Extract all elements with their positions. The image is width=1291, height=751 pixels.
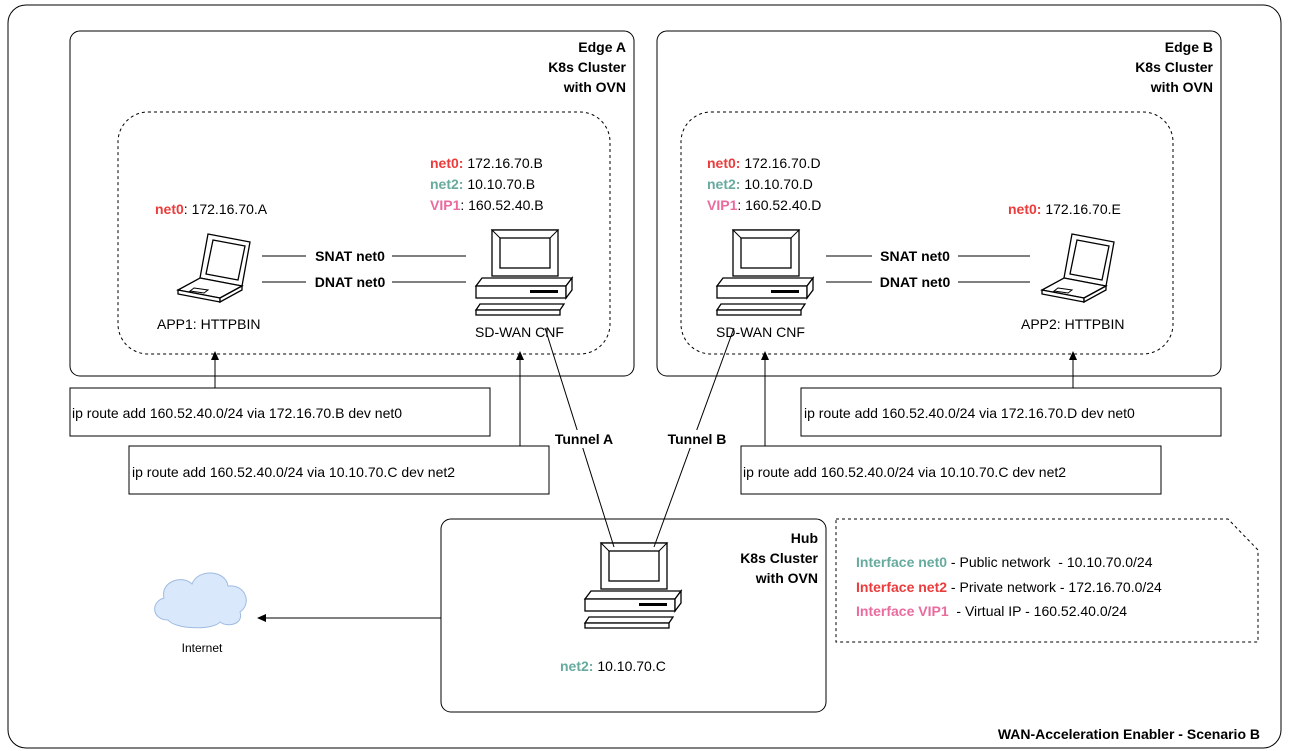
edge-a-snat-label: SNAT net0	[315, 248, 385, 264]
edge-a-cnf-net0-value: 172.16.70.B	[463, 155, 542, 171]
hub-net2-label: net2:	[560, 658, 593, 674]
edge-b-cnf-route-text: ip route add 160.52.40.0/24 via 10.10.70…	[743, 464, 1066, 480]
edge-b-cnf-net0-label: net0:	[707, 155, 740, 171]
hub-box	[440, 518, 827, 713]
edge-a-cluster: Edge A K8s Cluster with OVN net0: 172.16…	[69, 30, 635, 377]
legend-row-vip1: Interface VIP1 - Virtual IP - 160.52.40.…	[856, 603, 1127, 619]
edge-a-title-1: Edge A	[578, 39, 626, 55]
edge-a-cnf-route-text: ip route add 160.52.40.0/24 via 10.10.70…	[132, 464, 455, 480]
edge-a-cnf-vip1-value: : 160.52.40.B	[460, 197, 543, 213]
hub-title-3: with OVN	[755, 570, 818, 586]
legend-net2-name: Interface net2	[856, 579, 947, 595]
edge-a-app-net0-label: net0	[155, 201, 184, 217]
edge-a-app-name: APP1: HTTPBIN	[157, 316, 260, 332]
edge-b-cnf-route-box	[740, 445, 1162, 495]
edge-b-cnf-name: SD-WAN CNF	[716, 324, 805, 340]
edge-a-cnf-net0-label: net0:	[430, 155, 463, 171]
edge-b-app-ip: net0: 172.16.70.E	[1008, 201, 1121, 217]
edge-b-app-net0-label: net0:	[1008, 201, 1041, 217]
edge-b-dnat-label: DNAT net0	[880, 274, 951, 290]
edge-b-app-name: APP2: HTTPBIN	[1021, 316, 1124, 332]
hub-title-2: K8s Cluster	[740, 550, 818, 566]
hub-net2-value: 10.10.70.C	[593, 658, 665, 674]
legend-vip1-desc: - Virtual IP - 160.52.40.0/24	[949, 603, 1128, 619]
edge-a-dnat-label: DNAT net0	[315, 274, 386, 290]
edge-a-pod-area	[117, 111, 611, 355]
edge-a-cnf-net2-value: 10.10.70.B	[463, 176, 535, 192]
hub-title-1: Hub	[791, 530, 818, 546]
edge-b-app-net0-value: 172.16.70.E	[1041, 201, 1120, 217]
legend-net0-name: Interface net0	[856, 554, 947, 570]
diagram-title: WAN-Acceleration Enabler - Scenario B	[998, 726, 1260, 742]
edge-b-cnf-net2: net2: 10.10.70.D	[707, 176, 813, 192]
edge-b-app-route-text: ip route add 160.52.40.0/24 via 172.16.7…	[804, 405, 1135, 421]
tunnel-a-label: Tunnel A	[555, 431, 613, 447]
edge-b-cnf-vip1-value: : 160.52.40.D	[737, 197, 821, 213]
internet-label: Internet	[182, 641, 223, 655]
tunnel-b-label: Tunnel B	[668, 431, 727, 447]
hub-cluster: Hub K8s Cluster with OVN net2: 10.10.70.…	[440, 518, 827, 713]
edge-b-cnf-net0: net0: 172.16.70.D	[707, 155, 821, 171]
edge-b-title-1: Edge B	[1165, 39, 1213, 55]
edge-b-app-route-box	[800, 387, 1222, 437]
edge-a-title-2: K8s Cluster	[548, 59, 626, 75]
edge-a-cnf-net2-label: net2:	[430, 176, 463, 192]
legend-net2-desc: - Private network - 172.16.70.0/24	[947, 579, 1162, 595]
edge-a-cnf-vip1-label: VIP1	[430, 197, 461, 213]
edge-b-title-3: with OVN	[1150, 79, 1213, 95]
edge-b-cnf-net0-value: 172.16.70.D	[740, 155, 820, 171]
legend-note-box	[835, 518, 1259, 643]
edge-a-routes: ip route add 160.52.40.0/24 via 172.16.7…	[69, 351, 550, 495]
edge-a-cnf-route-box	[128, 445, 550, 495]
edge-a-app-route-text: ip route add 160.52.40.0/24 via 172.16.7…	[72, 405, 402, 421]
edge-a-title-3: with OVN	[563, 79, 626, 95]
edge-a-app-ip: net0: 172.16.70.A	[155, 201, 268, 217]
edge-b-cnf-vip1: VIP1: 160.52.40.D	[707, 197, 821, 213]
legend-row-net0: Interface net0 - Public network - 10.10.…	[856, 554, 1153, 570]
edge-b-title-2: K8s Cluster	[1135, 59, 1213, 75]
edge-b-cnf-net2-label: net2:	[707, 176, 740, 192]
edge-a-cnf-vip1: VIP1: 160.52.40.B	[430, 197, 544, 213]
edge-b-cnf-vip1-label: VIP1	[707, 197, 738, 213]
edge-a-cnf-net0: net0: 172.16.70.B	[430, 155, 543, 171]
edge-b-cnf-net2-value: 10.10.70.D	[740, 176, 812, 192]
edge-b-snat-label: SNAT net0	[880, 248, 950, 264]
edge-b-pod-area	[680, 111, 1174, 355]
edge-a-app-route-box	[69, 387, 491, 437]
legend: Interface net0 - Public network - 10.10.…	[835, 518, 1259, 643]
edge-a-cnf-name: SD-WAN CNF	[475, 324, 564, 340]
edge-b-routes: ip route add 160.52.40.0/24 via 172.16.7…	[740, 351, 1222, 495]
hub-net2: net2: 10.10.70.C	[560, 658, 666, 674]
legend-net0-desc: - Public network - 10.10.70.0/24	[947, 554, 1153, 570]
internet-cloud: Internet	[154, 572, 247, 655]
edge-a-app-net0-value: : 172.16.70.A	[184, 201, 268, 217]
legend-row-net2: Interface net2 - Private network - 172.1…	[856, 579, 1162, 595]
edge-a-cnf-net2: net2: 10.10.70.B	[430, 176, 535, 192]
cloud-icon	[154, 572, 247, 629]
legend-vip1-name: Interface VIP1	[856, 603, 949, 619]
edge-b-cluster: Edge B K8s Cluster with OVN net0: 172.16…	[656, 30, 1222, 377]
